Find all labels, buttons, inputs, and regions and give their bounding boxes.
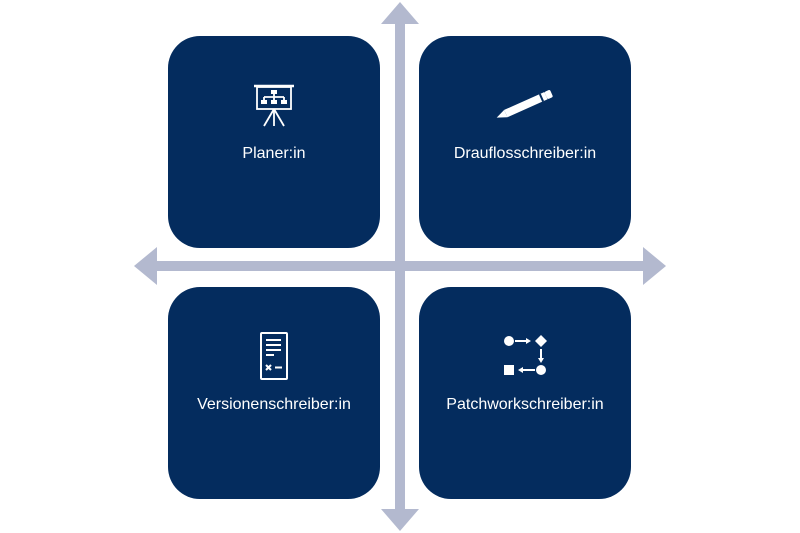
arrow-right-icon [643, 247, 666, 285]
horizontal-axis [155, 261, 645, 271]
quadrant-drauflosschreiber: Drauflosschreiber:in [419, 36, 631, 248]
document-checklist-icon [168, 331, 380, 381]
flowchart-icon [419, 331, 631, 381]
quadrant-label: Planer:in [242, 145, 306, 162]
pen-icon [419, 80, 631, 130]
presentation-board-icon [168, 80, 380, 130]
quadrant-planer: Planer:in [168, 36, 380, 248]
quadrant-patchworkschreiber: Patchworkschreiber:in [419, 287, 631, 499]
quadrant-label: Patchworkschreiber:in [446, 396, 604, 413]
arrow-down-icon [381, 509, 419, 531]
quadrant-label: Drauflosschreiber:in [453, 145, 597, 162]
arrow-up-icon [381, 2, 419, 24]
arrow-left-icon [134, 247, 157, 285]
quadrant-label: Versionenschreiber:in [197, 396, 351, 413]
quadrant-versionenschreiber: Versionenschreiber:in [168, 287, 380, 499]
